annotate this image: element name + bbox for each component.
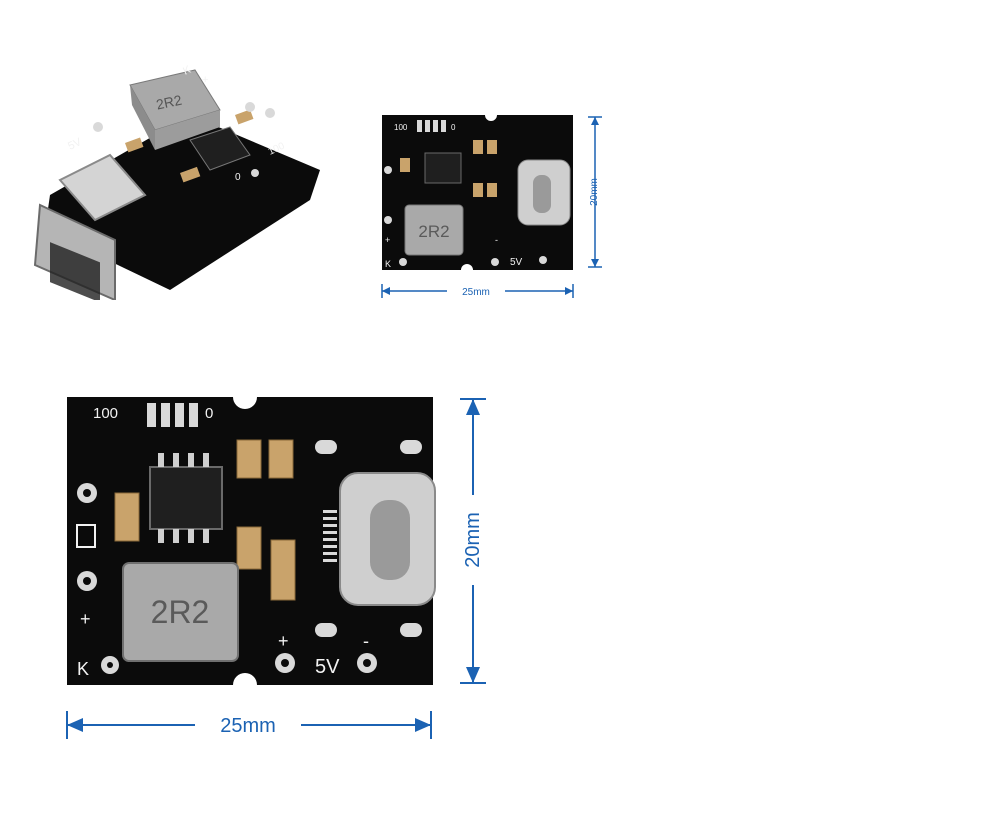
large-silk-5v: 5V <box>315 656 340 678</box>
large-silk-plus-right: + <box>278 631 289 651</box>
large-silk-minus: - <box>363 631 369 651</box>
large-silk-k: K <box>77 659 89 679</box>
small-inductor <box>404 204 464 256</box>
small-silk-5v: 5V <box>510 257 523 268</box>
small-board-figure: 100 0 2R2 + K - 5V 20mm 25mm <box>345 65 602 305</box>
large-silk-plus-left: + <box>80 609 91 629</box>
small-silk-plus: + <box>385 235 390 245</box>
large-inductor-label: 2R2 <box>151 594 210 630</box>
large-board-figure: 100 0 2R2 + K + - 5V 20mm <box>66 397 486 739</box>
small-top-label-0: 0 <box>451 123 456 132</box>
photo-silk-plus: + <box>202 74 208 86</box>
large-top-label-0: 0 <box>205 405 213 422</box>
small-inductor-label: 2R2 <box>418 222 449 241</box>
usb-c-port <box>58 153 147 222</box>
small-height-label: 20mm <box>589 178 600 206</box>
photo-silk-5v: 5V <box>66 136 84 153</box>
small-silk-k: K <box>385 259 391 269</box>
large-width-label: 25mm <box>220 715 276 737</box>
large-top-label-100: 100 <box>93 405 118 422</box>
module-perspective-photo: 2R2 5V K + 100 0 <box>33 63 320 300</box>
photo-silk-0: 0 <box>235 172 241 183</box>
large-ic-chip <box>149 466 223 530</box>
small-ic-chip <box>424 152 462 184</box>
small-top-label-100: 100 <box>394 123 408 132</box>
ic-chip <box>189 126 251 171</box>
photo-inductor-label: 2R2 <box>155 92 184 113</box>
large-height-label: 20mm <box>462 512 484 568</box>
small-width-label: 25mm <box>462 287 490 298</box>
large-inductor <box>122 562 239 662</box>
small-silk-minus: - <box>495 235 498 245</box>
